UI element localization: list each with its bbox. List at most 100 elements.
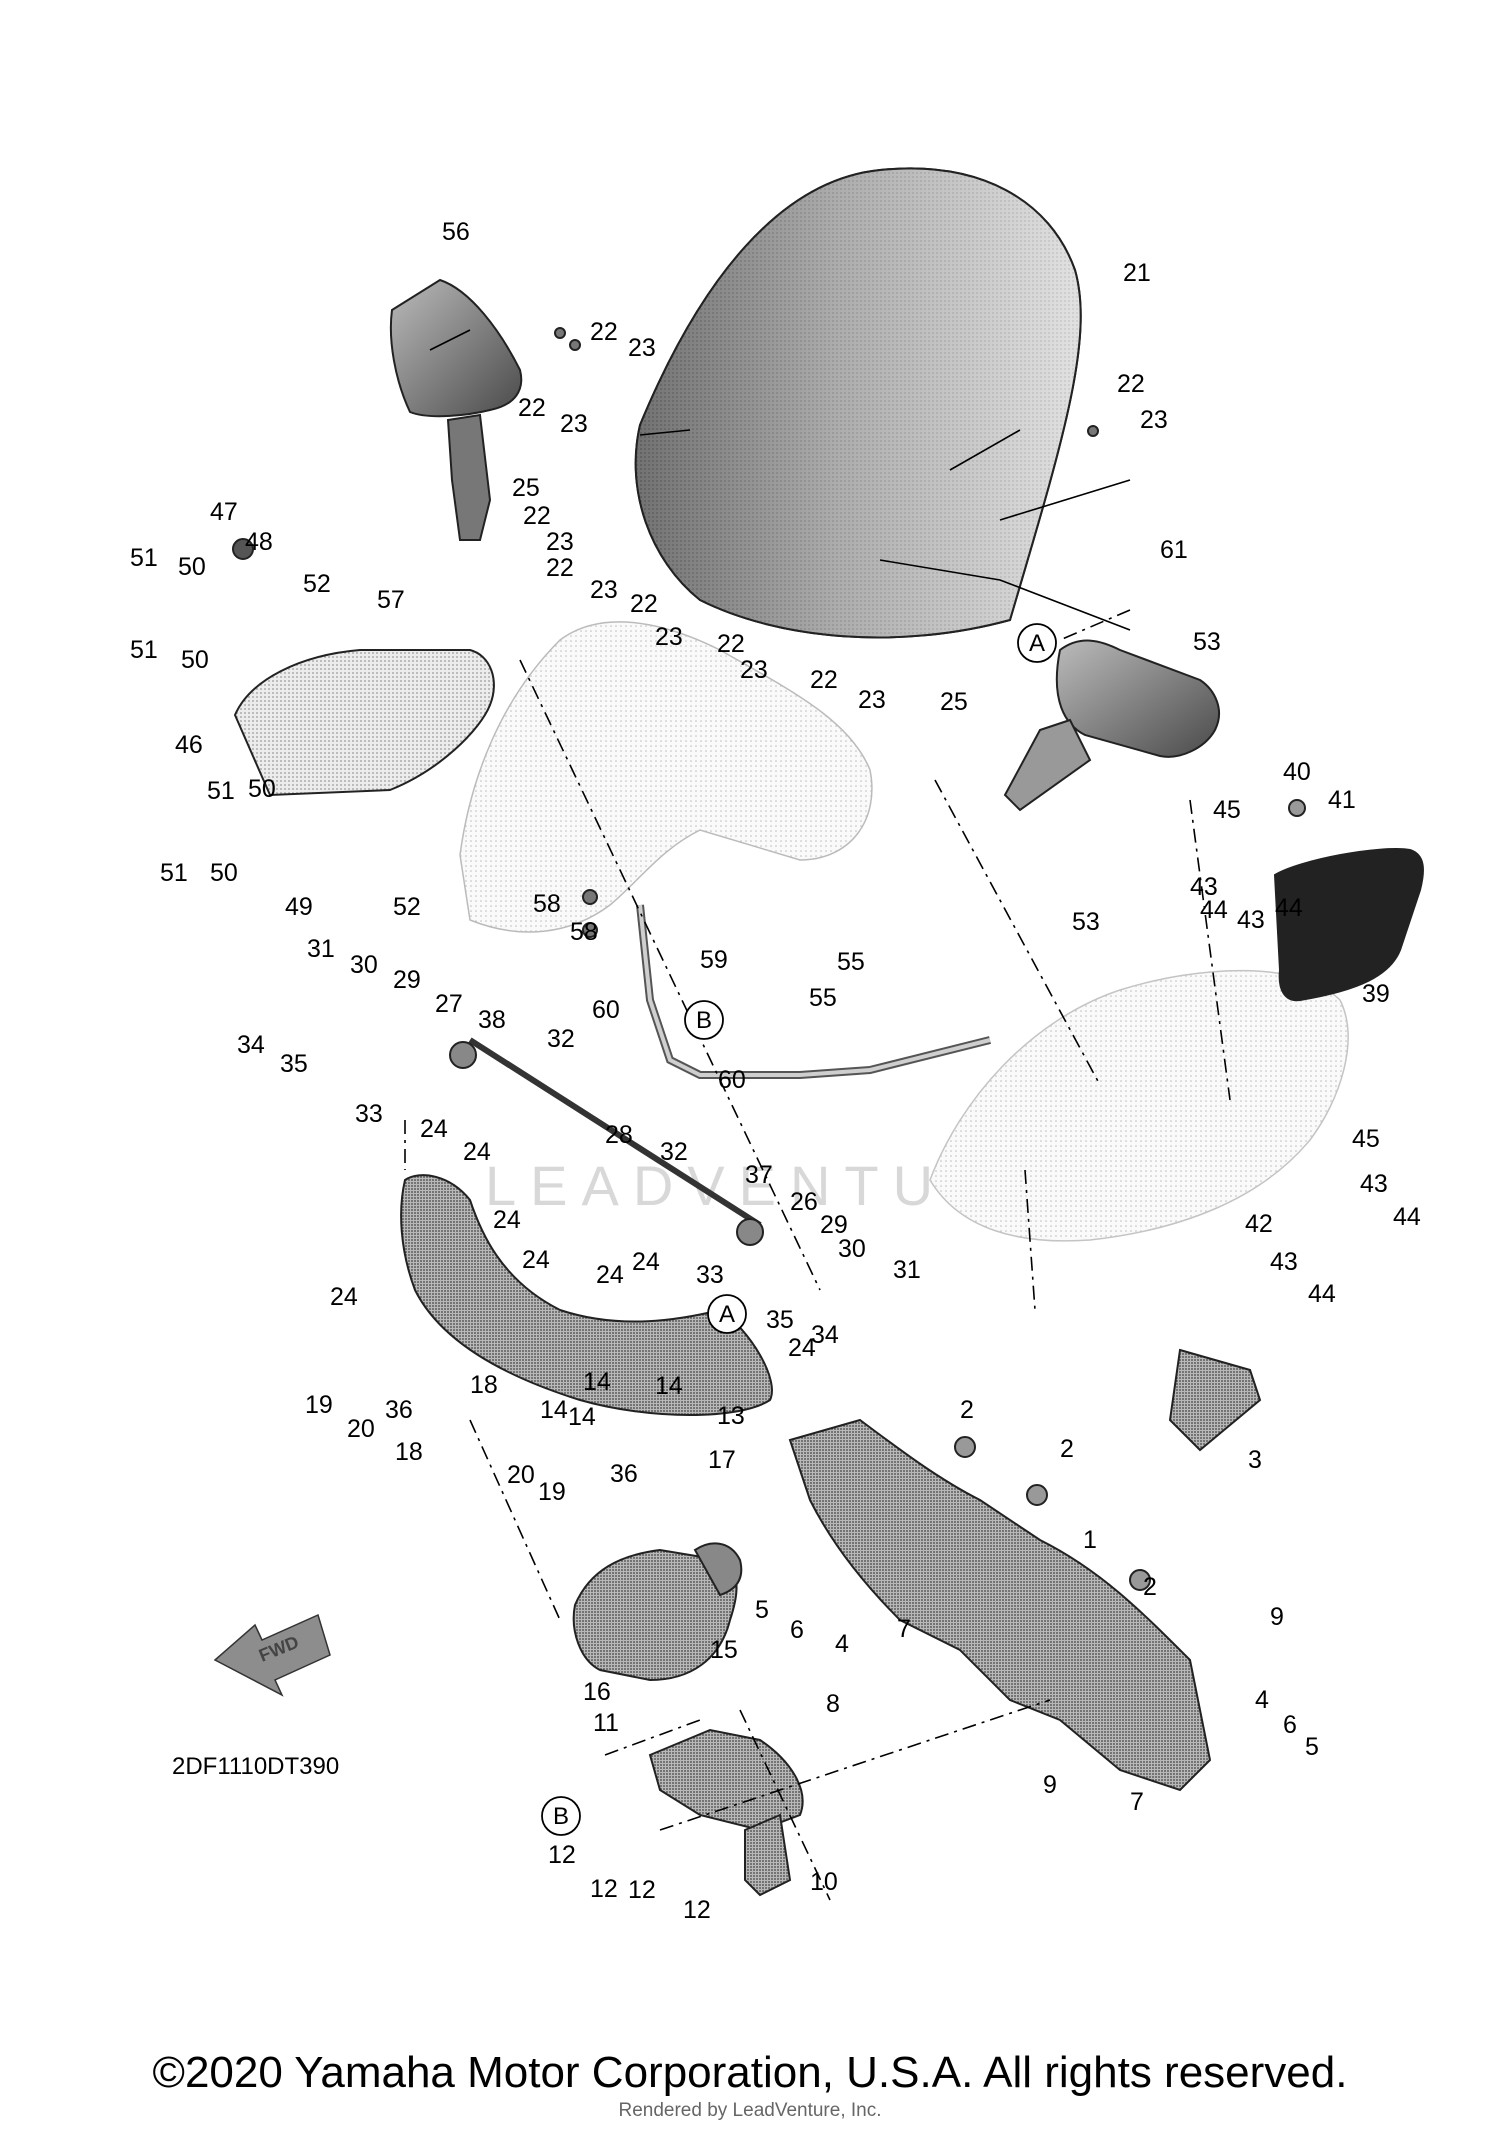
reference-mark-a-label: A <box>1029 630 1045 657</box>
part-label: 31 <box>893 1256 921 1284</box>
part-label: 17 <box>708 1446 736 1474</box>
part-label: 38 <box>478 1006 506 1034</box>
part-label: 12 <box>590 1875 618 1903</box>
part-label: 14 <box>540 1396 568 1424</box>
part-label: 22 <box>590 318 618 346</box>
part-label: 51 <box>160 859 188 887</box>
part-label: 26 <box>790 1188 818 1216</box>
part-label: 50 <box>210 859 238 887</box>
windshield <box>634 167 1082 639</box>
part-label: 49 <box>285 893 313 921</box>
reference-mark-b-2: B <box>541 1796 581 1836</box>
part-label: 10 <box>810 1868 838 1896</box>
part-label: 18 <box>395 1438 423 1466</box>
part-labels: 56 21 22 23 22 23 22 23 25 22 23 22 23 2… <box>130 218 1421 1924</box>
part-label: 24 <box>632 1248 660 1276</box>
part-label: 35 <box>766 1306 794 1334</box>
part-label: 27 <box>435 990 463 1018</box>
reference-mark-a-2-label: A <box>719 1301 735 1328</box>
part-label: 23 <box>590 576 618 604</box>
shaft <box>468 1037 762 1228</box>
reference-mark-b-2-label: B <box>553 1803 569 1830</box>
part-label: 24 <box>493 1206 521 1234</box>
part-label: 4 <box>1255 1686 1269 1714</box>
part-label: 22 <box>717 630 745 658</box>
part-label: 22 <box>630 590 658 618</box>
part-label: 2 <box>960 1396 974 1424</box>
part-label: 19 <box>538 1478 566 1506</box>
part-label: 9 <box>1270 1603 1284 1631</box>
part-label: 22 <box>810 666 838 694</box>
part-label: 2 <box>1060 1435 1074 1463</box>
part-label: 12 <box>628 1876 656 1904</box>
side-cowl <box>929 969 1349 1242</box>
part-label: 5 <box>755 1596 769 1624</box>
main-bracket <box>788 1348 1262 1792</box>
part-label: 7 <box>1130 1788 1144 1816</box>
part-label: 43 <box>1190 873 1218 901</box>
part-label: 23 <box>655 623 683 651</box>
part-label: 43 <box>1360 1170 1388 1198</box>
part-label: 58 <box>570 918 598 946</box>
part-label: 50 <box>248 775 276 803</box>
part-label: 43 <box>1270 1248 1298 1276</box>
upper-cowl <box>459 621 873 933</box>
part-label: 21 <box>1123 259 1151 287</box>
part-label: 24 <box>596 1261 624 1289</box>
part-label: 51 <box>207 777 235 805</box>
part-label: 60 <box>592 996 620 1024</box>
motor-assembly <box>572 1542 743 1682</box>
part-label: 8 <box>826 1690 840 1718</box>
part-label: 43 <box>1237 906 1265 934</box>
part-label: 39 <box>1362 980 1390 1008</box>
part-label: 20 <box>507 1461 535 1489</box>
part-label: 4 <box>835 1630 849 1658</box>
part-label: 33 <box>355 1100 383 1128</box>
part-label: 13 <box>717 1402 745 1430</box>
part-label: 48 <box>245 528 273 556</box>
part-label: 25 <box>940 688 968 716</box>
part-label: 36 <box>610 1460 638 1488</box>
part-label: 42 <box>1245 1210 1273 1238</box>
part-label: 14 <box>568 1403 596 1431</box>
part-label: 5 <box>1305 1733 1319 1761</box>
part-label: 2 <box>1143 1573 1157 1601</box>
pad <box>1273 848 1424 1002</box>
part-label: 33 <box>696 1261 724 1289</box>
part-label: 51 <box>130 636 158 664</box>
fasteners <box>232 327 1306 1591</box>
lower-bracket <box>648 1728 804 1897</box>
part-label: 23 <box>546 528 574 556</box>
part-label: 16 <box>583 1678 611 1706</box>
part-label: 24 <box>330 1283 358 1311</box>
part-label: 37 <box>745 1161 773 1189</box>
part-label: 30 <box>350 951 378 979</box>
part-label: 50 <box>178 553 206 581</box>
part-label: 3 <box>1248 1446 1262 1474</box>
part-label: 59 <box>700 946 728 974</box>
part-label: 34 <box>237 1031 265 1059</box>
part-label: 6 <box>790 1616 804 1644</box>
part-label: 35 <box>280 1050 308 1078</box>
diagram-code: 2DF1110DT390 <box>172 1753 339 1780</box>
part-label: 55 <box>837 948 865 976</box>
part-label: 23 <box>740 656 768 684</box>
part-label: 28 <box>605 1121 633 1149</box>
part-label: 23 <box>858 686 886 714</box>
part-label: 34 <box>811 1321 839 1349</box>
part-label: 22 <box>518 394 546 422</box>
part-label: 29 <box>393 966 421 994</box>
part-label: 44 <box>1275 894 1303 922</box>
part-label: 52 <box>303 570 331 598</box>
part-label: 19 <box>305 1391 333 1419</box>
part-label: 45 <box>1213 796 1241 824</box>
part-label: 53 <box>1072 908 1100 936</box>
part-label: 23 <box>560 410 588 438</box>
part-label: 6 <box>1283 1711 1297 1739</box>
part-label: 12 <box>683 1896 711 1924</box>
stay <box>636 904 991 1079</box>
part-label: 53 <box>1193 628 1221 656</box>
part-label: 44 <box>1308 1280 1336 1308</box>
part-label: 24 <box>522 1246 550 1274</box>
